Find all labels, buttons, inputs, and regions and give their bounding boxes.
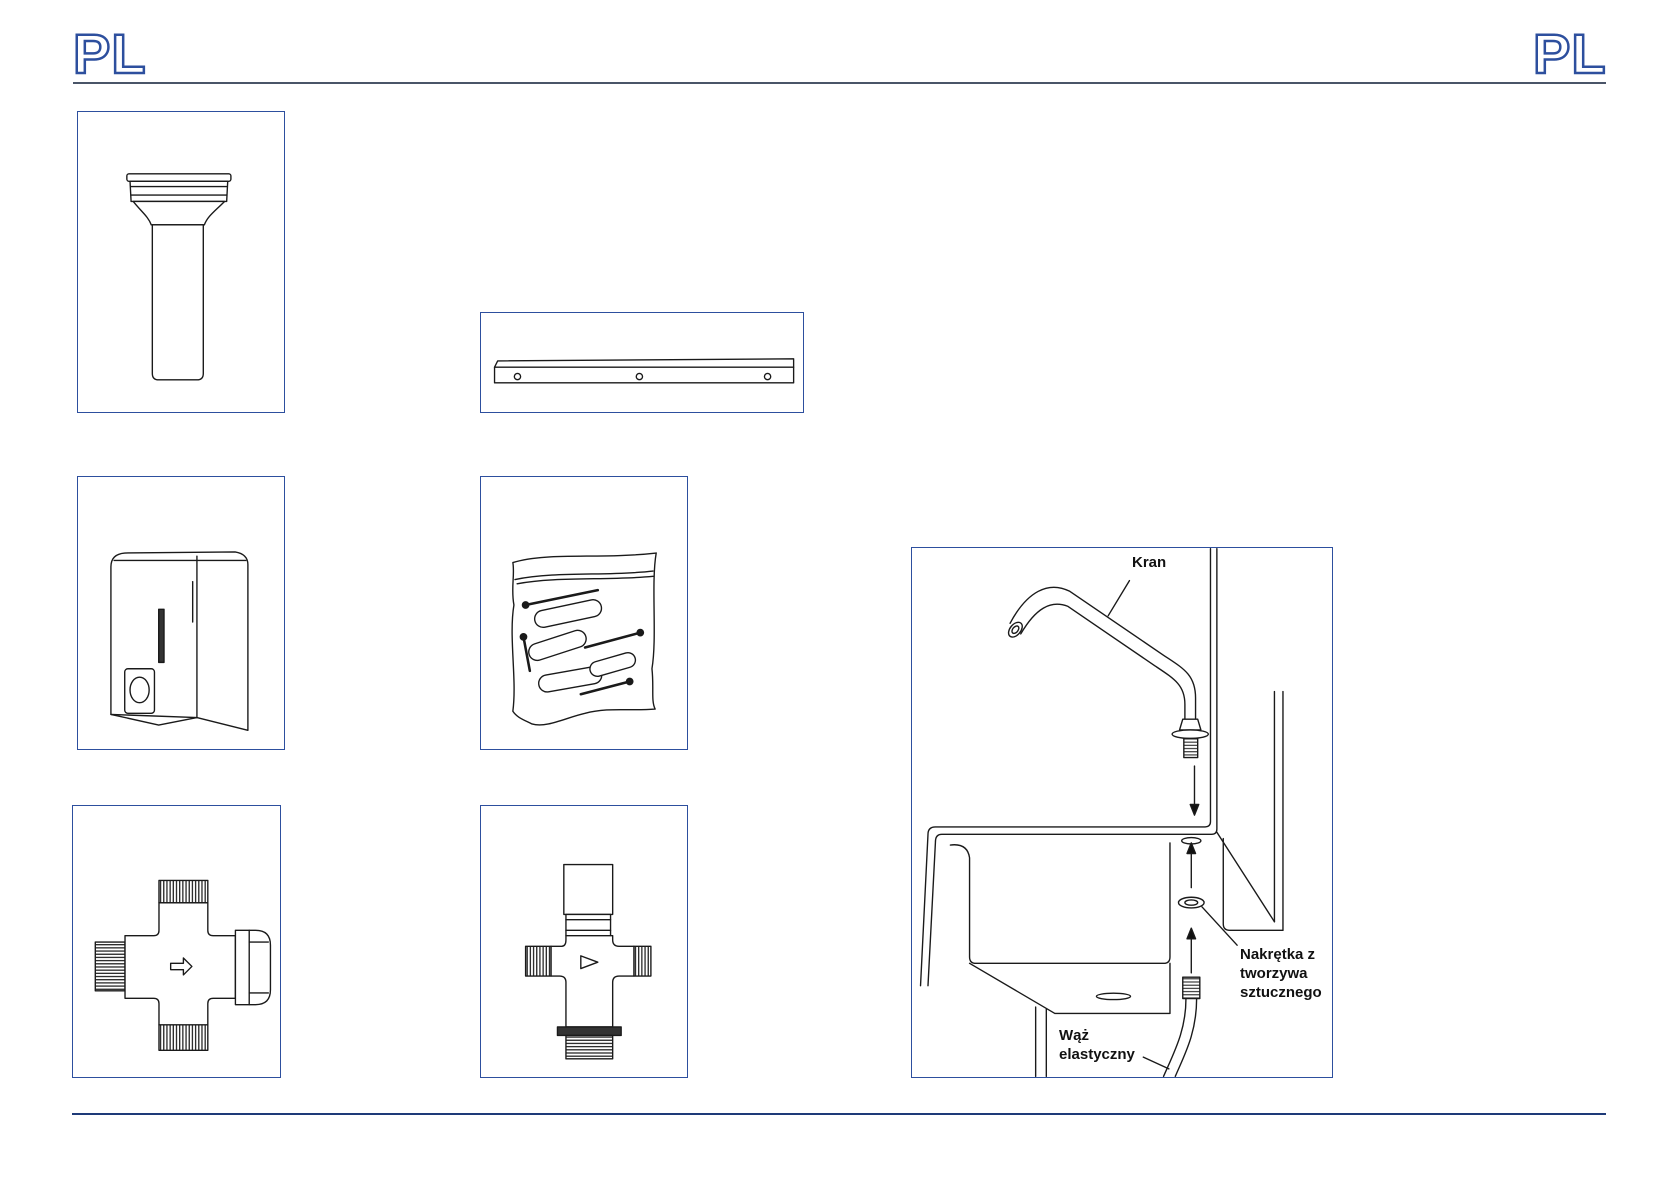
drain-pipe-tube [152,225,203,380]
plastic-nut-label-line: tworzywa [1240,964,1322,983]
valve-body [551,936,634,1027]
mounting-bar-illustration [480,312,804,413]
cabinet-lines [1036,1007,1047,1076]
bar-hole [636,373,642,379]
flexible-hose-label-line: elastyczny [1059,1045,1135,1064]
cross-connector-drawing [73,806,280,1077]
arrow-up-icon [1187,928,1196,973]
sink-basin [950,843,1170,1014]
bottom-thread [566,1035,613,1058]
soap-dispenser-drawing [78,477,284,749]
plastic-nut [1178,897,1204,908]
bar-hole [514,373,520,379]
plastic-nut-label-line: sztucznego [1240,983,1322,1002]
header-divider [73,82,1606,84]
flexible-hose [1164,977,1200,1076]
arrow-down-icon [1190,766,1199,815]
plastic-nut-label: Nakrętka z tworzywa sztucznego [1240,945,1322,1002]
drain-pipe-flange [127,174,231,225]
cross-connector-illustration [72,805,281,1078]
flexible-hose-label-line: Wąż [1059,1026,1135,1045]
faucet-label: Kran [1132,553,1166,572]
soap-dispenser-illustration [77,476,285,750]
thermostatic-valve-illustration [480,805,688,1078]
language-code-right: PL [1533,26,1607,82]
push-button [125,669,155,714]
right-union-nut [235,930,270,1004]
bar-hole [764,373,770,379]
thermostatic-valve-drawing [481,806,687,1077]
arrow-up-icon [1187,843,1196,888]
left-thread [526,946,551,976]
bar-front-face [495,367,794,383]
fixing-kit-bag-illustration [480,476,688,750]
drain-pipe-illustration [77,111,285,413]
bottom-thread [159,1025,208,1050]
level-window-slot [159,609,164,662]
left-thread [95,942,125,991]
right-thread [634,946,651,976]
mounting-bar-drawing [481,313,803,412]
flexible-hose-label: Wąż elastyczny [1059,1026,1135,1064]
top-thread [159,880,208,902]
wall-and-countertop [921,549,1283,986]
language-code-left: PL [73,26,147,82]
fixing-kit-drawing [481,477,687,749]
leader-lines [1108,581,1237,1069]
plastic-nut-label-line: Nakrętka z [1240,945,1322,964]
faucet [1006,587,1209,757]
drain-pipe-drawing [78,112,284,412]
footer-divider [72,1113,1606,1115]
bar-top-face [495,359,794,367]
bottom-nut [557,1027,621,1035]
drain-opening [1096,993,1130,999]
valve-collar [566,914,611,935]
valve-top-cap [564,865,613,915]
